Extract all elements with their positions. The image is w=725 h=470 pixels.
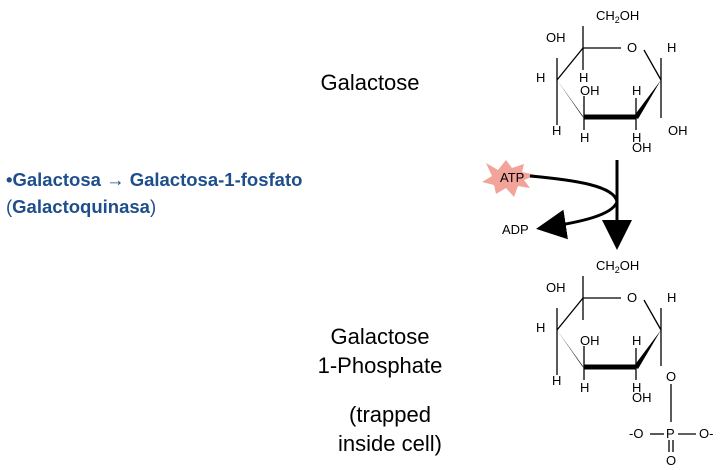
oh-label: OH xyxy=(668,123,688,138)
ch2oh-group: CH2OH xyxy=(596,258,639,275)
h-label: H xyxy=(632,83,641,98)
atp-label: ATP xyxy=(500,170,524,185)
oh-label: OH xyxy=(546,280,566,295)
galactose-1-phosphate-label: Galactose 1-Phosphate xyxy=(280,322,480,380)
open-paren: ( xyxy=(6,196,13,217)
o-double: O xyxy=(666,453,676,468)
trapped-note: (trapped inside cell) xyxy=(300,400,480,458)
oh-label: OH xyxy=(632,390,652,405)
h-label: H xyxy=(536,320,545,335)
adp-label: ADP xyxy=(502,222,529,237)
reaction-line2: (Galactoquinasa) xyxy=(6,193,302,220)
oh-label: OH xyxy=(580,83,600,98)
ring-wedge-left xyxy=(557,80,585,119)
h-label: H xyxy=(552,373,561,388)
h-label: H xyxy=(667,40,676,55)
o-minus-left: -O xyxy=(629,426,643,441)
ring-bond xyxy=(643,299,662,331)
enzyme-name: Galactoquinasa xyxy=(12,196,150,217)
reaction-arrows: ATP ADP xyxy=(482,160,632,250)
g1p-line1: Galactose xyxy=(330,324,430,349)
galactose-1-phosphate-structure: CH2OH OH O H H OH H H O H H OH -O P O- O xyxy=(536,258,713,468)
h-label: H xyxy=(580,130,589,145)
reaction-text: •Galactosa → Galactosa-1-fosfato (Galact… xyxy=(6,166,302,220)
close-paren: ) xyxy=(149,196,157,217)
h-label: H xyxy=(579,70,588,85)
cofactor-arrow xyxy=(529,174,619,240)
h-label: H xyxy=(536,70,545,85)
reaction-equation: Galactosa → Galactosa-1-fosfato xyxy=(12,169,303,190)
ring-bond xyxy=(643,49,662,81)
ring-bond xyxy=(556,47,584,81)
bullet: • xyxy=(6,169,13,190)
h-label: H xyxy=(667,290,676,305)
ring-wedge-right xyxy=(634,80,661,119)
h-label: H xyxy=(632,380,641,395)
oh-label: OH xyxy=(546,30,566,45)
galactose-structure: CH2OH OH O H H H OH H H OH H H OH xyxy=(536,8,688,155)
ring-oxygen: O xyxy=(627,290,637,305)
h-label: H xyxy=(552,123,561,138)
trapped-line2: inside cell) xyxy=(338,431,442,456)
reaction-line1: •Galactosa → Galactosa-1-fosfato xyxy=(6,166,302,193)
h-label: H xyxy=(632,333,641,348)
g1p-line2: 1-Phosphate xyxy=(317,353,443,378)
ch2oh-group: CH2OH xyxy=(596,8,639,25)
atp-burst-icon xyxy=(482,160,536,197)
ring-oxygen: O xyxy=(627,40,637,55)
oh-label: OH xyxy=(580,333,600,348)
h-label: H xyxy=(580,380,589,395)
ring-wedge-right xyxy=(634,330,661,369)
link-oxygen: O xyxy=(666,369,676,384)
oh-label: H xyxy=(632,130,641,145)
trapped-line1: (trapped xyxy=(349,402,431,427)
ring-bond xyxy=(556,297,584,331)
o-minus-right: O- xyxy=(699,426,713,441)
phosphorus: P xyxy=(666,426,675,441)
oh-label: OH xyxy=(632,140,652,155)
galactose-label: Galactose xyxy=(320,70,420,95)
ring-wedge-left xyxy=(557,330,585,369)
